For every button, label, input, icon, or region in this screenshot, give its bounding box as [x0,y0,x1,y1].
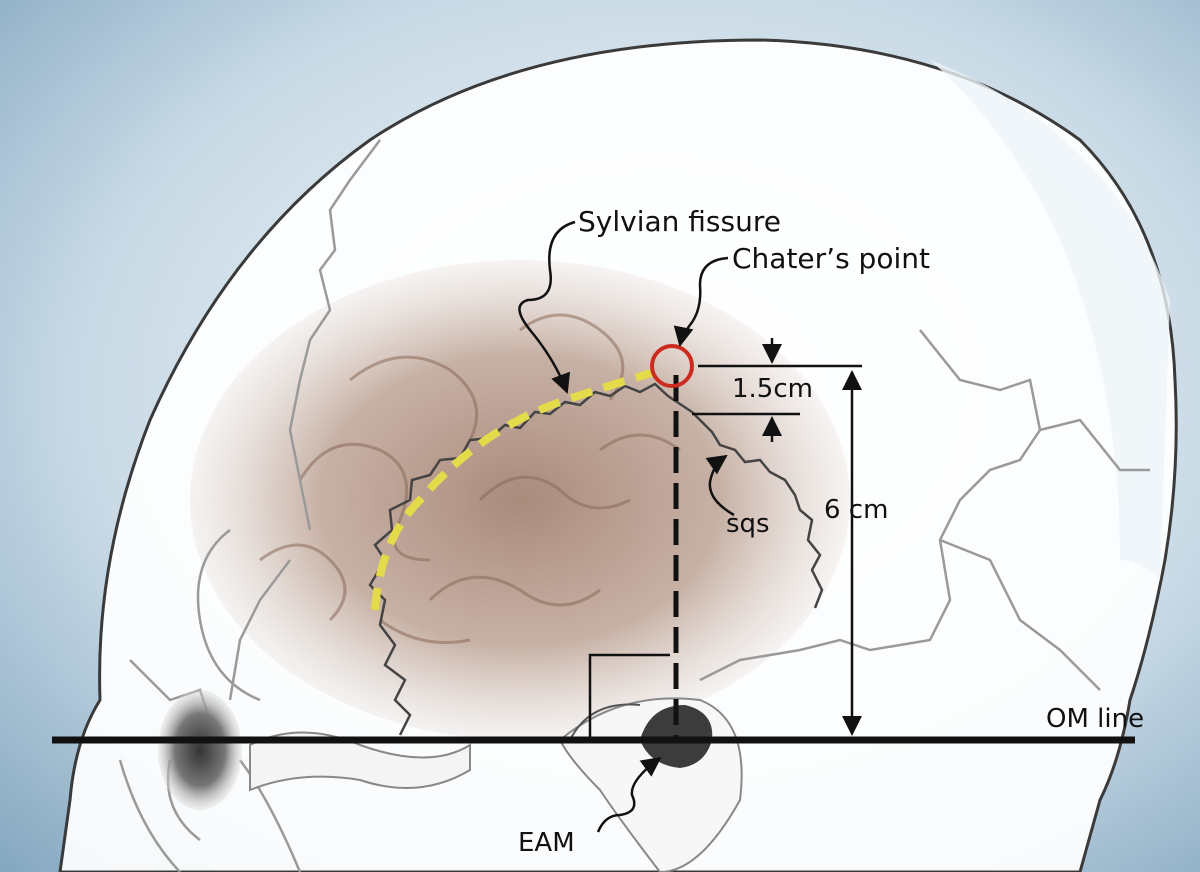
sqs-leader-arrow [705,454,735,517]
orbit-shadow [158,690,242,810]
leader-arrows [518,220,735,833]
step-line [588,653,670,740]
om-line-label: OM line [1046,704,1144,734]
skull-rim [930,60,1170,580]
chaters-point-marker [650,344,694,388]
chaters-point-label: Chater’s point [732,242,930,275]
zygomatic-arch [249,731,471,792]
chater-leader-arrow [673,256,729,347]
condyle-outline [569,703,641,741]
measure-1-5cm-label: 1.5cm [732,374,813,404]
eam-leader-arrow [596,756,662,833]
squamous-suture [368,382,824,736]
sylvian-leader-arrow [518,220,576,394]
sqs-label: sqs [726,509,770,539]
measure-6cm-label: 6 cm [824,495,888,525]
sylvian-fissure-label: Sylvian fissure [578,205,781,238]
skull-sutures [118,139,1150,872]
brain [190,260,850,740]
measurement-lines [692,338,862,736]
eam-label: EAM [518,828,575,858]
brain-gyri [259,313,681,644]
